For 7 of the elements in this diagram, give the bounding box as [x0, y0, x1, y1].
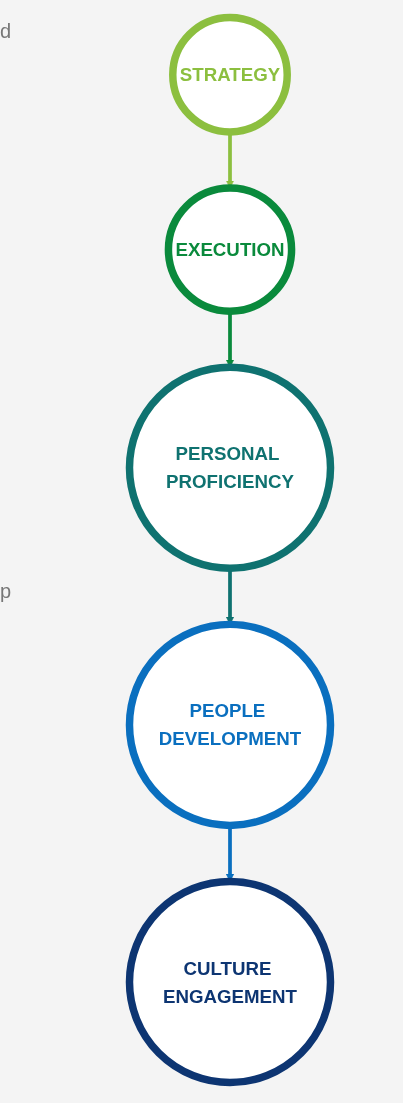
text-fragment: d — [0, 20, 12, 43]
node-circle: CULTURE ENGAGEMENT — [125, 877, 335, 1087]
node-circle: PERSONAL PROFICIENCY — [125, 363, 335, 572]
text-fragment: p — [0, 580, 12, 603]
node-circle: PEOPLE DEVELOPMENT — [125, 620, 335, 830]
node-circle: STRATEGY — [169, 13, 291, 136]
node-circle: EXECUTION — [164, 184, 296, 315]
